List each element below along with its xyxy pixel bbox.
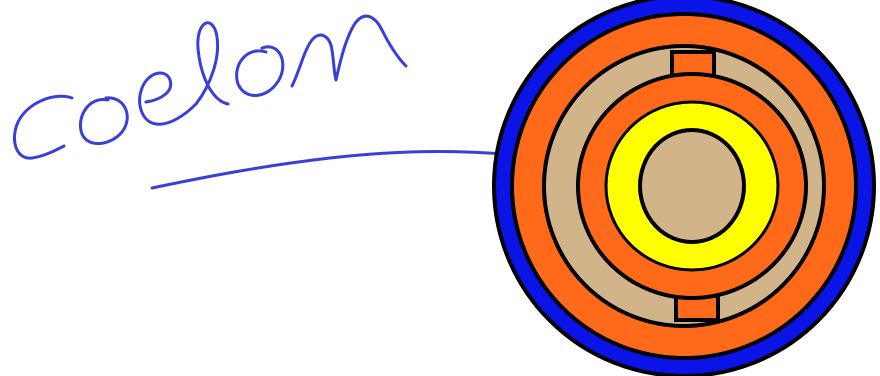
handwritten-annotation: coelom [14, 16, 570, 190]
handwritten-letter-c [14, 96, 72, 158]
gut-lumen [640, 130, 744, 242]
handwritten-letter-m [292, 16, 406, 86]
handwritten-letter-e [140, 73, 196, 124]
handwritten-letter-l [196, 23, 228, 104]
handwritten-letter-o [80, 98, 127, 144]
handwritten-letter-o-2 [237, 47, 283, 96]
cross-section [494, 0, 874, 376]
